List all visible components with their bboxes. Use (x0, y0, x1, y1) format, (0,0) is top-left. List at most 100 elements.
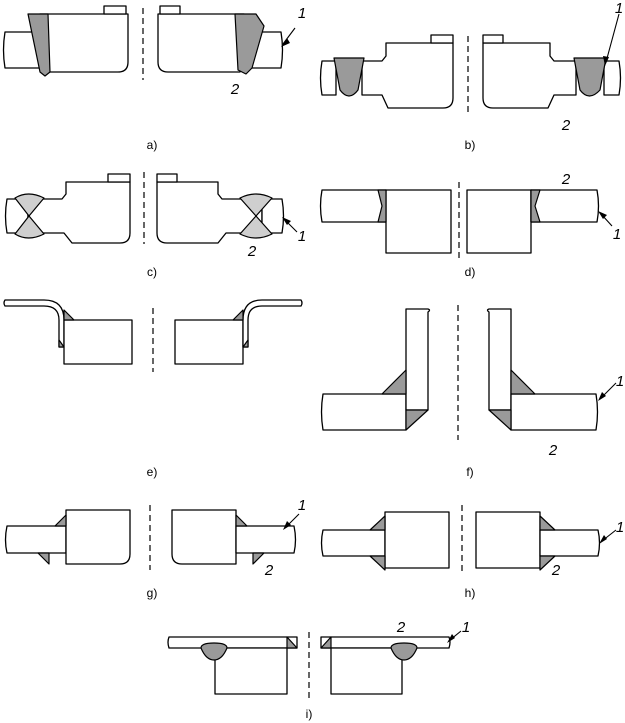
pipe-left-h (320, 529, 386, 557)
callout-1-i: 1 (462, 619, 470, 636)
panel-c: 1 2 c) (4, 172, 306, 279)
caption-b: b) (465, 138, 476, 152)
panel-e: e) (3, 299, 303, 479)
caption-i: i) (306, 707, 313, 721)
flange-left-e (63, 319, 133, 365)
flange-right-c (156, 181, 263, 244)
callout-2-h: 2 (551, 562, 561, 579)
arrowhead-1-c (282, 217, 291, 225)
arrowhead-1-f (598, 392, 606, 401)
plate-vertical-left-f (405, 308, 431, 411)
weld-left-g-bottom (37, 552, 50, 565)
weld-left-i-corner (286, 636, 298, 649)
panel-b: 1 2 b) (319, 0, 623, 152)
flange-left-g (65, 509, 131, 565)
weld-right-e-top (232, 309, 244, 321)
pipe-right-d (530, 189, 600, 223)
pipe-left-g (4, 525, 67, 554)
weld-right-b (573, 57, 607, 97)
sheet-left-e (3, 299, 65, 348)
panel-i: 1 2 i) (167, 619, 470, 721)
weld-left-e-top (63, 309, 75, 321)
flange-left-d (385, 189, 452, 254)
pipe-right-h (539, 529, 601, 557)
flange-right-g (171, 509, 237, 565)
caption-h: h) (465, 586, 476, 600)
flange-tab-left-c (107, 173, 131, 183)
weld-left-c-bottom (14, 215, 45, 239)
pipe-left-a (2, 31, 41, 69)
weld-right-g-top (235, 514, 248, 527)
callout-1-g: 1 (298, 497, 306, 514)
flange-right-d (466, 189, 532, 254)
callout-2-i: 2 (396, 619, 406, 636)
weld-right-d (530, 189, 541, 223)
callout-1-f: 1 (616, 373, 624, 390)
flange-tab-left-a (103, 5, 127, 15)
pipe-right-g (235, 525, 297, 554)
arrowhead-1-i (447, 634, 455, 643)
callout-2-b: 2 (561, 117, 571, 134)
caption-g: g) (147, 586, 158, 600)
arrowhead-1-d (598, 211, 607, 219)
flange-right-h (475, 511, 541, 569)
weld-left-b (333, 57, 365, 97)
flange-right-a (157, 13, 245, 73)
callout-1-d: 1 (613, 226, 621, 243)
weld-right-c-bottom (239, 215, 273, 239)
weld-right-i-corner (320, 636, 332, 649)
weld-right-e-bottom (242, 339, 249, 348)
callout-2-f: 2 (548, 442, 558, 459)
weld-left-f-inner (405, 409, 429, 431)
callout-1-b: 1 (615, 0, 623, 17)
leader-1-b (605, 13, 620, 63)
flange-right-b (482, 42, 577, 109)
caption-e: e) (147, 465, 158, 479)
panel-d: 1 2 d) (319, 171, 621, 279)
flange-left-h (384, 511, 450, 569)
weld-left-f-outer (381, 369, 407, 395)
flange-right-i (330, 647, 403, 695)
caption-a: a) (147, 138, 158, 152)
flange-tab-left-b (430, 34, 454, 44)
plate-horizontal-left-f (320, 393, 407, 431)
callout-2-c: 2 (247, 243, 257, 260)
weld-left-e-bottom (58, 339, 65, 348)
panel-h: 1 2 h) (320, 505, 624, 600)
weld-left-h-bottom (369, 555, 386, 571)
callout-1-h: 1 (616, 519, 624, 536)
arrowhead-1-a (281, 38, 290, 47)
weld-right-g-bottom (252, 552, 265, 565)
weld-left-g-top (54, 514, 67, 527)
caption-d: d) (465, 265, 476, 279)
panel-g: 1 2 g) (4, 497, 306, 600)
flange-tab-right-c (156, 173, 178, 183)
flange-tab-right-b (482, 34, 504, 44)
caption-f: f) (466, 465, 473, 479)
arrowhead-1-h (599, 535, 607, 544)
flange-left-a (39, 13, 129, 73)
weld-right-c-top (239, 193, 273, 217)
arrowhead-1-g (283, 521, 291, 530)
callout-2-g: 2 (264, 562, 274, 579)
flange-left-b (361, 42, 454, 109)
callout-2-d: 2 (561, 171, 571, 188)
panel-a: 1 2 a) (2, 5, 306, 152)
weld-left-h-top (369, 515, 386, 531)
callout-1-a: 1 (298, 5, 306, 22)
flange-tab-right-a (159, 5, 181, 15)
weld-left-i-plug (200, 642, 228, 661)
weld-left-a (27, 13, 51, 77)
weld-left-c-top (14, 193, 45, 217)
weld-right-h-top (539, 515, 556, 531)
weld-right-i-plug (390, 642, 418, 661)
sheet-right-i (320, 636, 451, 649)
flange-right-e (174, 319, 244, 365)
sheet-left-i (167, 636, 298, 649)
sheet-right-e (242, 299, 303, 348)
flange-left-i (214, 647, 288, 695)
arrowhead-1-b (603, 56, 609, 66)
callout-2-a: 2 (230, 81, 240, 98)
weld-right-h-bottom (539, 555, 556, 571)
